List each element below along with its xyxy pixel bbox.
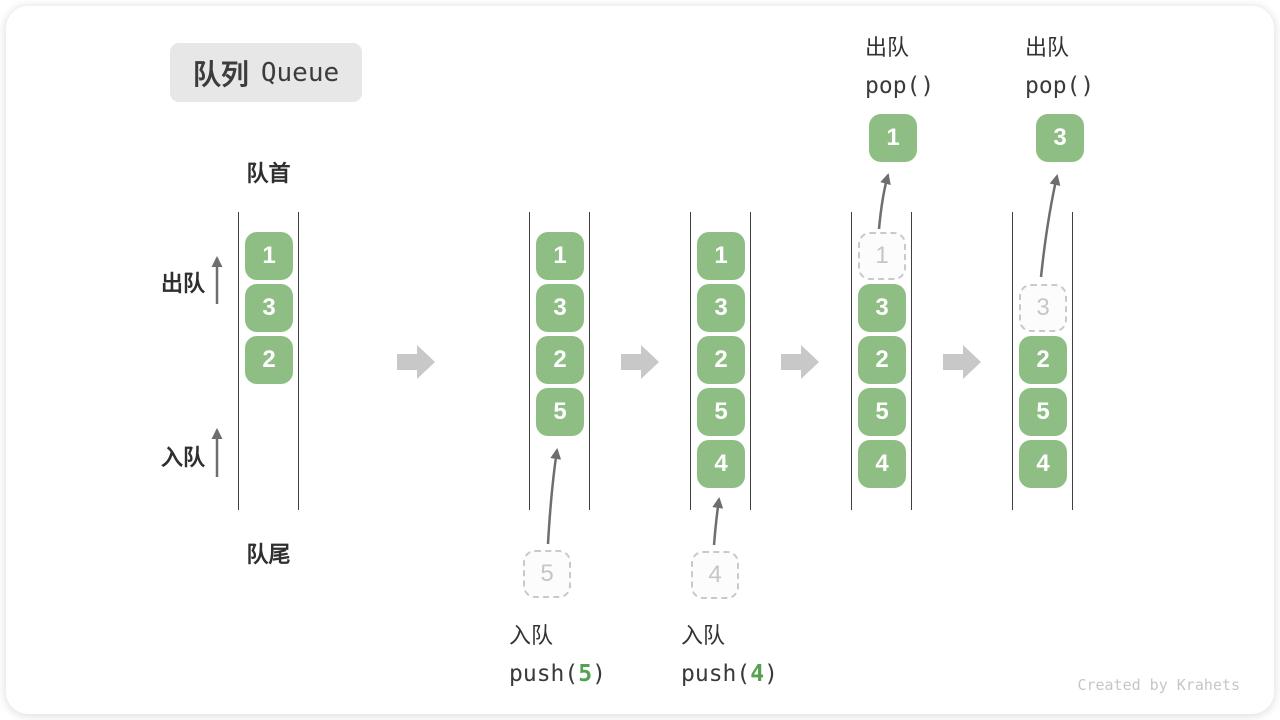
code-prefix: push(	[681, 661, 751, 687]
title-zh: 队列	[192, 58, 249, 90]
queue-walls	[529, 212, 590, 510]
caption-action-label: 入队	[509, 623, 554, 648]
queue-diagram-card: 队列 Queue 队首 队尾 出队 入队 Created by Krahets …	[6, 6, 1274, 714]
label-queue-front: 队首	[246, 161, 291, 186]
step-arrow-icon	[943, 345, 981, 379]
popped-element: 3	[1036, 114, 1084, 162]
dequeued-slot: 1	[858, 232, 906, 280]
code-argument: 5	[578, 661, 593, 687]
caption-action-label: 入队	[681, 623, 726, 648]
code-prefix: push(	[509, 661, 579, 687]
dequeue-caption: 出队 pop()	[1025, 30, 1094, 99]
queue-walls	[690, 212, 751, 510]
queue-element: 1	[245, 232, 293, 280]
step-arrow-icon	[781, 345, 819, 379]
queue-element: 1	[536, 232, 584, 280]
queue-element: 2	[245, 336, 293, 384]
caption-code: pop()	[865, 73, 935, 99]
queue-element: 3	[858, 284, 906, 332]
queue-walls	[851, 212, 912, 510]
queue-element: 3	[245, 284, 293, 332]
caption-action-label: 出队	[1025, 35, 1070, 60]
code-suffix: )	[764, 661, 778, 687]
diagram-stage: 队列 Queue 队首 队尾 出队 入队 Created by Krahets …	[6, 6, 1274, 714]
arrows-overlay	[211, 173, 1061, 546]
pending-element: 5	[523, 550, 571, 598]
title-en: Queue	[260, 57, 340, 88]
step-arrow-icon	[397, 345, 435, 379]
queue-element: 3	[536, 284, 584, 332]
queue-element: 2	[697, 336, 745, 384]
queue-element: 1	[697, 232, 745, 280]
popped-element: 1	[869, 114, 917, 162]
caption-action-label: 出队	[865, 35, 910, 60]
label-enqueue: 入队	[160, 445, 205, 470]
queue-element: 4	[858, 440, 906, 488]
queue-element: 5	[536, 388, 584, 436]
queue-element: 2	[1019, 336, 1067, 384]
caption-code: pop()	[1025, 73, 1095, 99]
queue-element: 5	[1019, 388, 1067, 436]
watermark: Created by Krahets	[1077, 676, 1240, 694]
step-arrow-icon	[621, 345, 659, 379]
queue-element: 2	[536, 336, 584, 384]
caption-code: push(4)	[681, 661, 778, 687]
code-argument: 4	[750, 661, 765, 687]
queue-walls	[238, 212, 299, 510]
pending-element: 4	[691, 551, 739, 599]
title-badge: 队列 Queue	[170, 43, 362, 102]
caption-code: push(5)	[509, 661, 606, 687]
dequeue-caption: 出队 pop()	[865, 30, 934, 99]
queue-walls	[1012, 212, 1073, 510]
queue-element: 2	[858, 336, 906, 384]
code-suffix: )	[592, 661, 606, 687]
label-dequeue: 出队	[160, 271, 205, 296]
dequeued-slot: 3	[1019, 284, 1067, 332]
enqueue-caption: 入队 push(4)	[681, 618, 778, 687]
enqueue-caption: 入队 push(5)	[509, 618, 606, 687]
queue-element: 4	[697, 440, 745, 488]
label-queue-rear: 队尾	[246, 542, 291, 567]
queue-element: 5	[697, 388, 745, 436]
queue-element: 3	[697, 284, 745, 332]
queue-element: 4	[1019, 440, 1067, 488]
queue-element: 5	[858, 388, 906, 436]
